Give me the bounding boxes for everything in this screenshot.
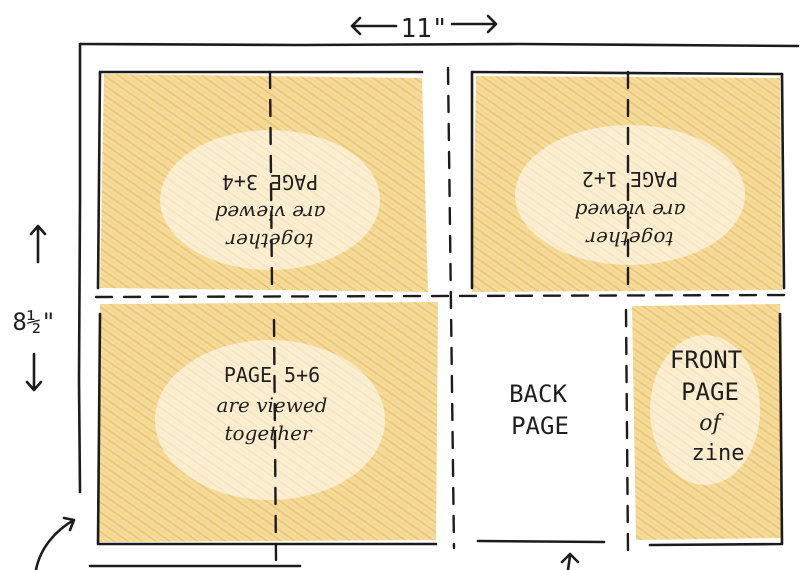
panel-front-text: FRONT PAGE of zine [670, 346, 745, 466]
height-dimension: 8½" [12, 224, 56, 392]
height-arrow-up [29, 224, 47, 264]
panel-borders [96, 70, 786, 547]
panel-bottom-left-line3: together [224, 421, 312, 445]
panel-top-left-text: PAGE 3+4 are viewed together [215, 170, 326, 253]
left-vertical-fold-line [268, 70, 274, 290]
panel-top-right-title: PAGE 1+2 [582, 167, 678, 191]
width-label: 11" [401, 14, 448, 44]
width-dimension: 11" [350, 14, 498, 44]
panel-top-right-text: PAGE 1+2 are viewed together [575, 167, 686, 251]
panel-back-line2: PAGE [511, 412, 569, 440]
panel-back-text: BACK PAGE [509, 380, 569, 440]
panel-highlights [155, 125, 760, 500]
panel-front-line1: FRONT [670, 346, 742, 374]
panel-top-right-line3: together [585, 227, 673, 251]
fold-lines [94, 66, 792, 562]
panel-bottom-left-line2: are viewed [217, 393, 328, 417]
corner-arrows [34, 516, 580, 570]
right-vertical-fold-line-lower [624, 308, 630, 554]
panel-top-left-line2: are viewed [215, 201, 326, 225]
height-arrow-down [25, 352, 43, 392]
center-vertical-fold-line [446, 66, 456, 550]
panel-top-left-line3: together [225, 229, 313, 253]
panel-bottom-left-text: PAGE 5+6 are viewed together [217, 363, 328, 445]
panel-front-line3: of [699, 411, 724, 436]
curved-arrow-icon [34, 516, 76, 570]
panel-top-left-title: PAGE 3+4 [222, 170, 318, 194]
up-arrow-icon [560, 552, 580, 570]
width-arrow-left [350, 16, 398, 36]
width-arrow-right [450, 14, 498, 34]
height-label: 8½" [12, 308, 55, 336]
panel-front-line4: zine [692, 441, 745, 466]
sheet-outline [77, 42, 800, 568]
panel-top-right-line2: are viewed [575, 199, 686, 223]
panel-bottom-left-title: PAGE 5+6 [224, 363, 320, 387]
left-vertical-fold-line-lower [272, 318, 278, 562]
panel-back-line1: BACK [509, 380, 567, 408]
panel-front-line2: PAGE [681, 378, 739, 406]
horizontal-fold-line [94, 293, 792, 299]
